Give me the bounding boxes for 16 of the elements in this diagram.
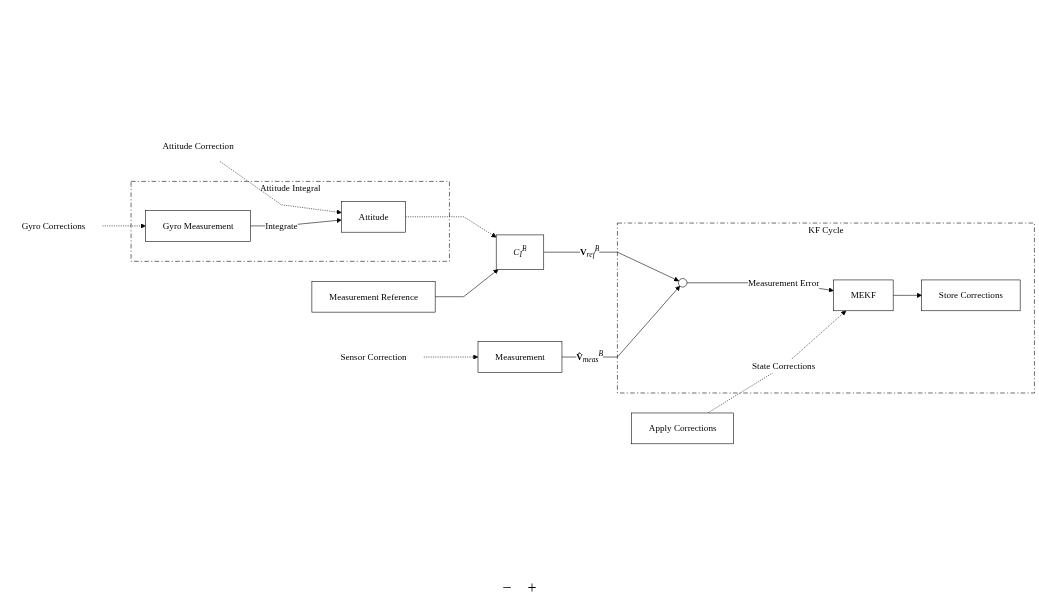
node-box: Attitude [341, 201, 406, 233]
node-text: Sensor Correction [340, 352, 407, 362]
node-box: MEKF [833, 279, 894, 312]
node-text: Gyro Corrections [21, 221, 86, 231]
edge-label: State Corrections [752, 361, 816, 372]
junction-sign: + [527, 579, 537, 596]
node-circle [678, 278, 688, 288]
node-box: Measurement [477, 341, 563, 374]
junction-sign: − [502, 579, 512, 596]
node-box: Measurement Reference [311, 281, 436, 313]
node-text: Attitude Correction [162, 141, 234, 151]
edge-label: Measurement Error [747, 277, 820, 288]
edge-label: Integrate [265, 221, 298, 231]
node-box: Gyro Measurement [145, 210, 251, 242]
node-box: Apply Corrections [631, 413, 734, 445]
node-box: Store Corrections [921, 279, 1021, 312]
